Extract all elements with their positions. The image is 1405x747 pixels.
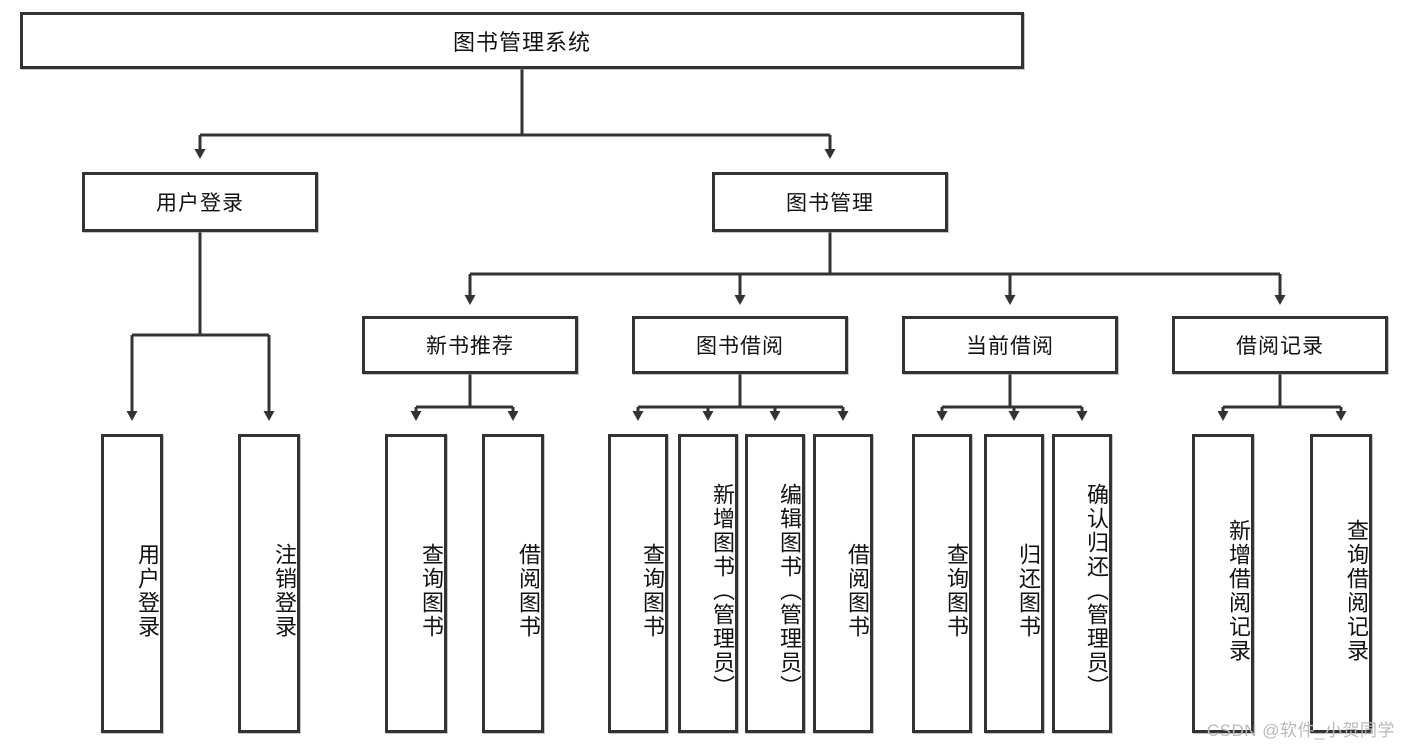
- watermark: CSDN @软件_小贺同学: [1206, 721, 1395, 740]
- leaf-new-book-query-label: 查询图书: [419, 542, 444, 639]
- node-current-borrow[interactable]: 当前借阅: [902, 316, 1118, 374]
- leaf-borrow-book-label: 借阅图书: [845, 542, 870, 639]
- leaf-borrow-book[interactable]: 借阅图书: [813, 434, 873, 733]
- node-user-login[interactable]: 用户登录: [82, 172, 318, 232]
- leaf-current-query-book-label: 查询图书: [944, 542, 969, 639]
- node-new-book-recommend-label: 新书推荐: [426, 335, 514, 358]
- node-book-manage[interactable]: 图书管理: [712, 172, 948, 232]
- leaf-user-login-label: 用户登录: [135, 542, 160, 639]
- leaf-edit-book-admin-label: 编辑图书（管理员）: [777, 482, 802, 699]
- node-borrow-record-label: 借阅记录: [1236, 335, 1324, 358]
- leaf-add-book-admin[interactable]: 新增图书（管理员）: [678, 434, 738, 733]
- leaf-borrow-query-book[interactable]: 查询图书: [608, 434, 668, 733]
- leaf-add-borrow-record[interactable]: 新增借阅记录: [1192, 434, 1254, 733]
- leaf-edit-book-admin[interactable]: 编辑图书（管理员）: [745, 434, 805, 733]
- node-borrow-record[interactable]: 借阅记录: [1172, 316, 1388, 374]
- leaf-add-borrow-record-label: 新增借阅记录: [1226, 518, 1251, 663]
- leaf-query-borrow-record[interactable]: 查询借阅记录: [1310, 434, 1372, 733]
- leaf-new-book-query[interactable]: 查询图书: [385, 434, 447, 733]
- node-current-borrow-label: 当前借阅: [966, 335, 1054, 358]
- node-new-book-recommend[interactable]: 新书推荐: [362, 316, 578, 374]
- leaf-new-book-borrow-label: 借阅图书: [516, 542, 541, 639]
- leaf-confirm-return-admin-label: 确认归还（管理员）: [1084, 482, 1109, 699]
- leaf-new-book-borrow[interactable]: 借阅图书: [482, 434, 544, 733]
- leaf-return-book[interactable]: 归还图书: [984, 434, 1044, 733]
- leaf-logout[interactable]: 注销登录: [238, 434, 300, 733]
- leaf-add-book-admin-label: 新增图书（管理员）: [710, 482, 735, 699]
- node-root-label: 图书管理系统: [452, 29, 591, 55]
- leaf-confirm-return-admin[interactable]: 确认归还（管理员）: [1052, 434, 1112, 733]
- node-book-borrow[interactable]: 图书借阅: [632, 316, 848, 374]
- node-book-borrow-label: 图书借阅: [696, 335, 784, 358]
- leaf-current-query-book[interactable]: 查询图书: [912, 434, 972, 733]
- node-book-manage-label: 图书管理: [786, 192, 874, 215]
- leaf-return-book-label: 归还图书: [1016, 542, 1041, 639]
- leaf-borrow-query-book-label: 查询图书: [640, 542, 665, 639]
- node-root[interactable]: 图书管理系统: [20, 12, 1024, 69]
- leaf-query-borrow-record-label: 查询借阅记录: [1344, 518, 1369, 663]
- leaf-user-login[interactable]: 用户登录: [101, 434, 163, 733]
- leaf-logout-label: 注销登录: [272, 542, 297, 639]
- node-user-login-label: 用户登录: [156, 192, 244, 215]
